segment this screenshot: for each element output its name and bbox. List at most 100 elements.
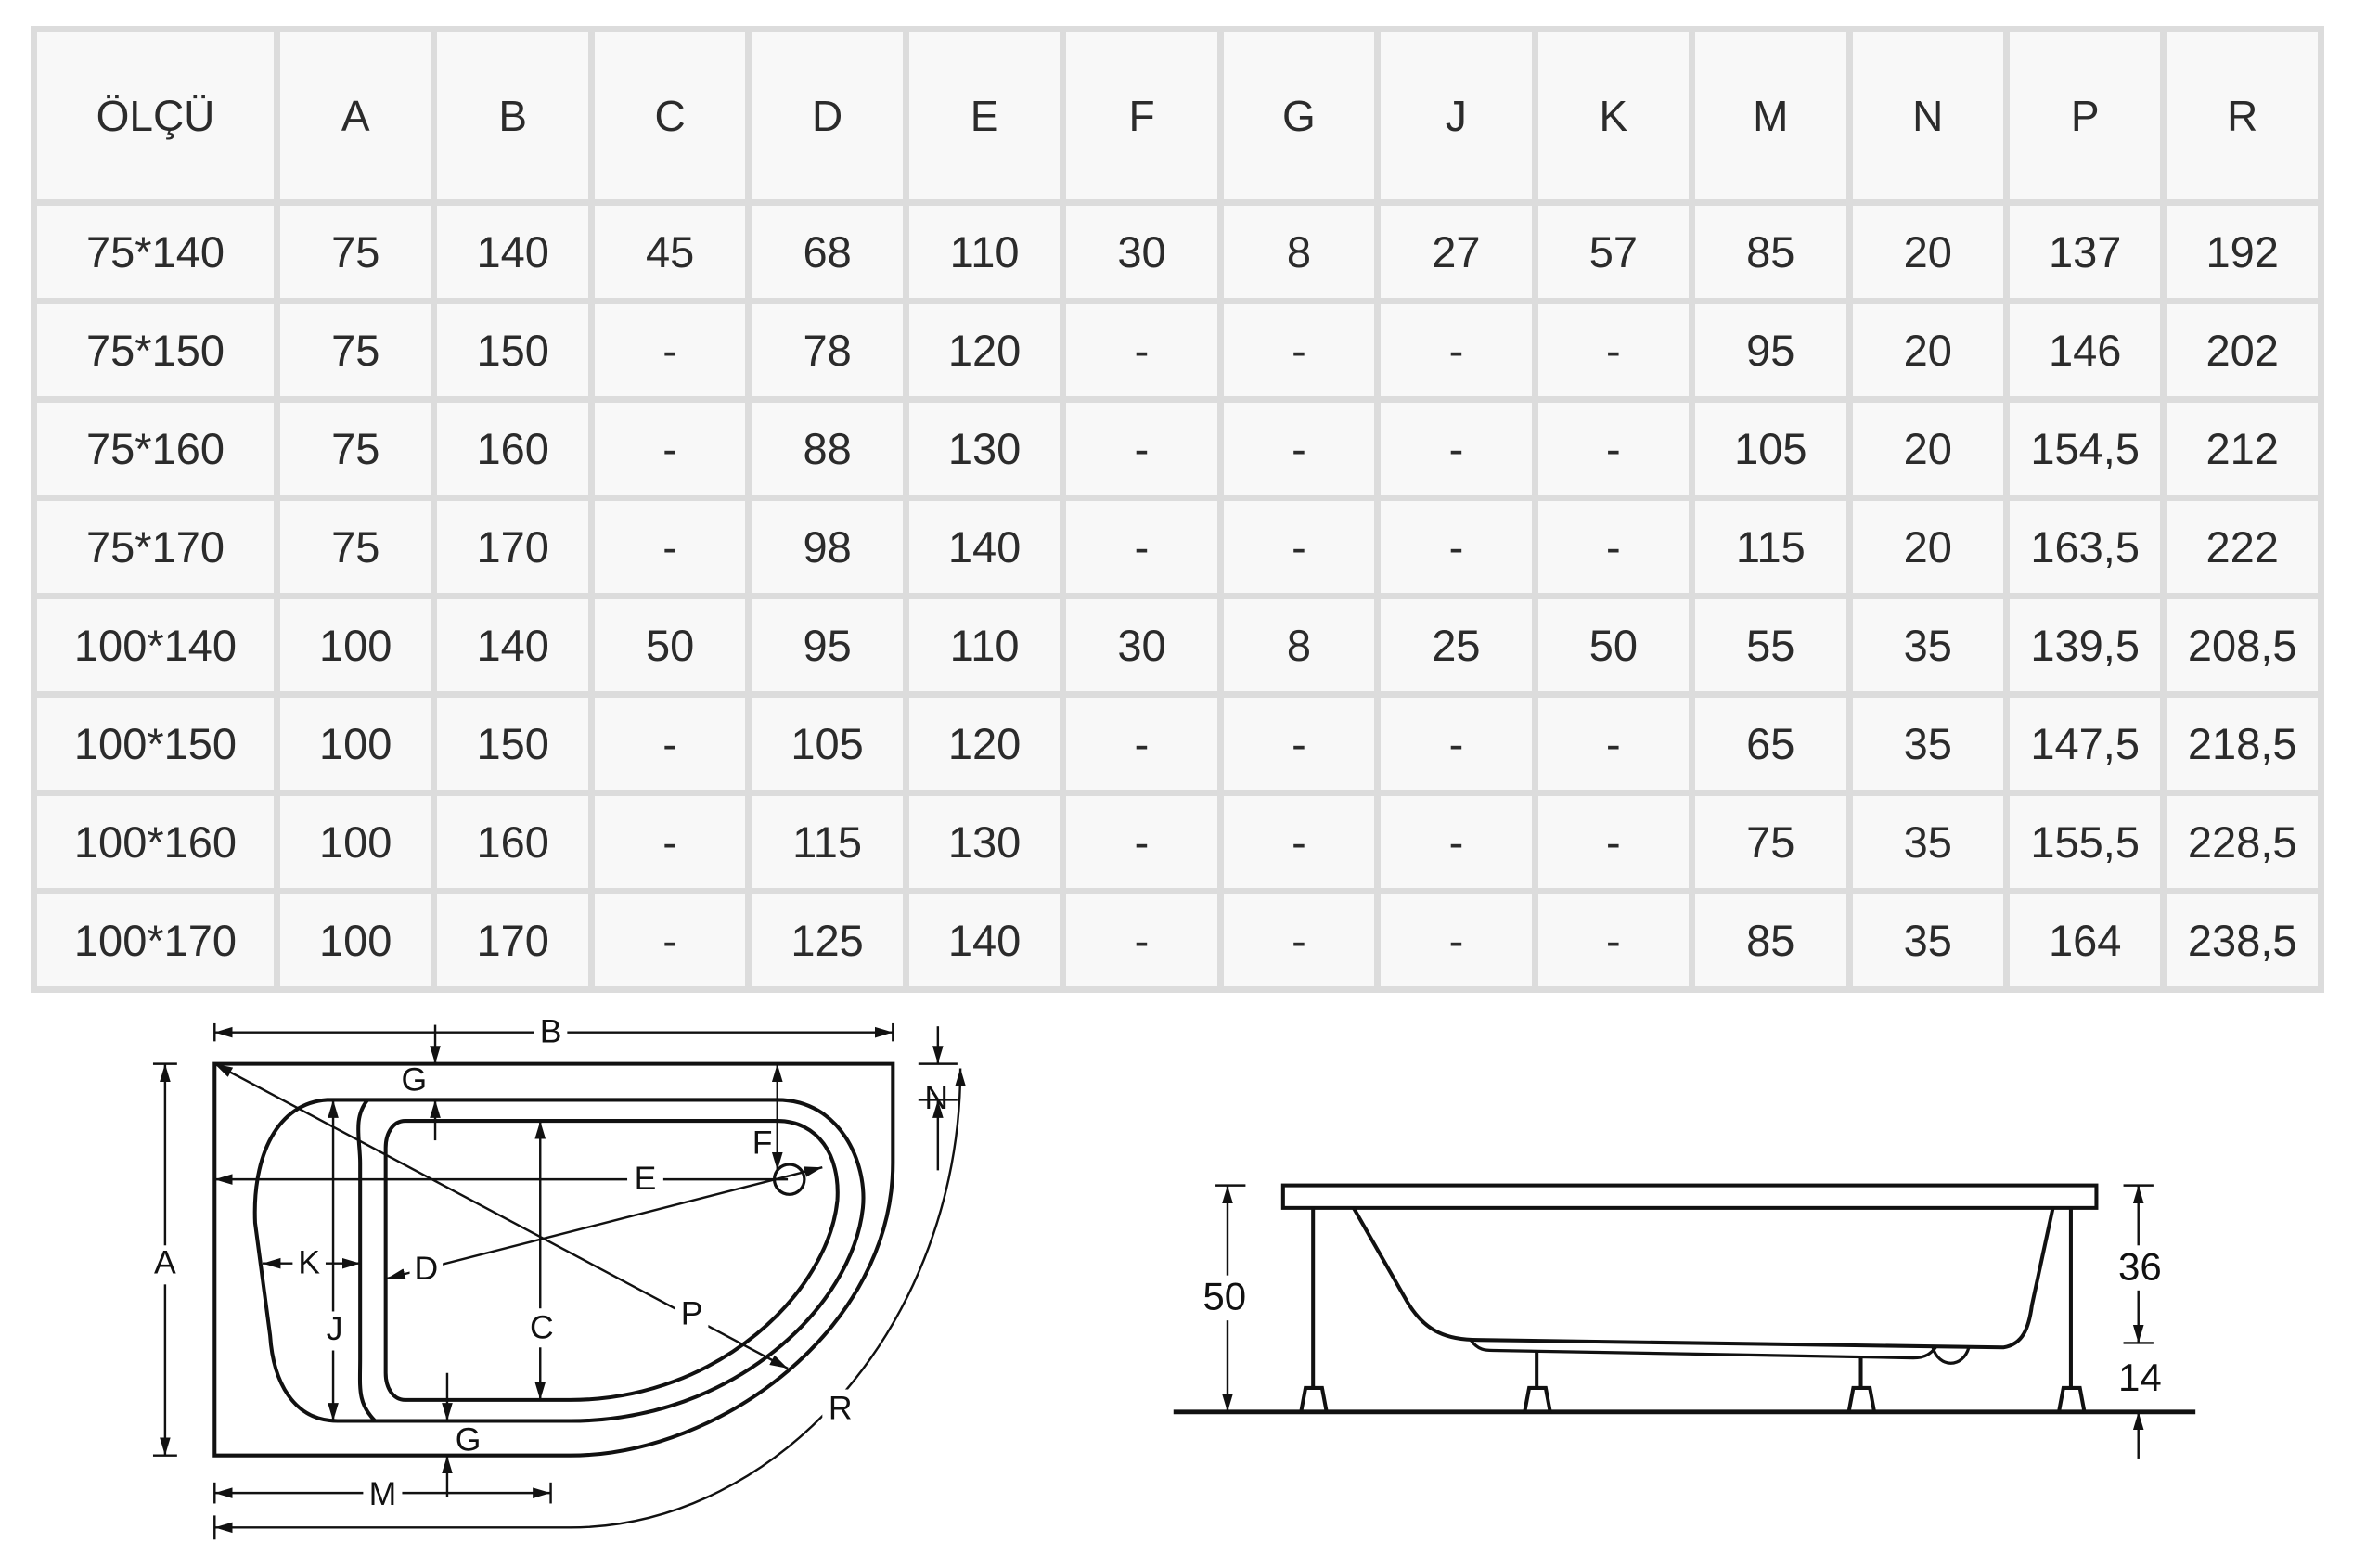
table-cell: - bbox=[1537, 403, 1690, 495]
label-f: F bbox=[752, 1124, 773, 1161]
label-total-height: 50 bbox=[1202, 1275, 1246, 1318]
table-cell: - bbox=[1223, 894, 1375, 986]
label-g-top: G bbox=[402, 1060, 428, 1098]
label-j: J bbox=[327, 1310, 343, 1347]
table-cell: 98 bbox=[752, 501, 903, 593]
table-cell: 140 bbox=[908, 894, 1061, 986]
table-cell: 218,5 bbox=[2167, 698, 2318, 790]
column-header-a: A bbox=[280, 32, 431, 199]
table-cell: 20 bbox=[1852, 403, 2003, 495]
top-view-drawing bbox=[152, 1022, 966, 1540]
table-cell: 155,5 bbox=[2009, 796, 2161, 888]
table-cell: - bbox=[1223, 796, 1375, 888]
table-cell: - bbox=[1223, 698, 1375, 790]
label-m: M bbox=[369, 1475, 397, 1512]
table-cell: 75*170 bbox=[37, 501, 274, 593]
column-header-b: B bbox=[437, 32, 588, 199]
table-cell: - bbox=[594, 796, 746, 888]
table-cell: 170 bbox=[437, 501, 588, 593]
table-cell: - bbox=[1381, 501, 1532, 593]
column-header-e: E bbox=[908, 32, 1061, 199]
column-header-k: K bbox=[1537, 32, 1690, 199]
table-cell: 147,5 bbox=[2009, 698, 2161, 790]
column-header-r: R bbox=[2167, 32, 2318, 199]
table-cell: - bbox=[1223, 403, 1375, 495]
table-cell: 150 bbox=[437, 698, 588, 790]
table-cell: 95 bbox=[752, 599, 903, 691]
table-cell: 212 bbox=[2167, 403, 2318, 495]
table-cell: - bbox=[1537, 796, 1690, 888]
table-cell: 160 bbox=[437, 403, 588, 495]
label-c: C bbox=[530, 1308, 554, 1345]
table-cell: 78 bbox=[752, 304, 903, 396]
table-cell: 100 bbox=[280, 599, 431, 691]
table-cell: 55 bbox=[1695, 599, 1846, 691]
label-k: K bbox=[298, 1244, 320, 1281]
table-cell: 85 bbox=[1695, 894, 1846, 986]
table-cell: 160 bbox=[437, 796, 588, 888]
table-cell: 75 bbox=[280, 501, 431, 593]
table-cell: 100*140 bbox=[37, 599, 274, 691]
table-cell: 75 bbox=[280, 403, 431, 495]
table-cell: - bbox=[1066, 304, 1217, 396]
label-tub-depth: 36 bbox=[2118, 1244, 2162, 1288]
table-cell: - bbox=[1223, 501, 1375, 593]
table-cell: 35 bbox=[1852, 599, 2003, 691]
table-cell: 238,5 bbox=[2167, 894, 2318, 986]
table-cell: - bbox=[1537, 894, 1690, 986]
table-cell: - bbox=[1381, 403, 1532, 495]
table-cell: 50 bbox=[1537, 599, 1690, 691]
side-view-drawing bbox=[1173, 1183, 2196, 1459]
table-cell: 25 bbox=[1381, 599, 1532, 691]
table-cell: 139,5 bbox=[2009, 599, 2161, 691]
column-header-n: N bbox=[1852, 32, 2003, 199]
column-header-f: F bbox=[1066, 32, 1217, 199]
column-header-d: D bbox=[752, 32, 903, 199]
label-g-bottom: G bbox=[456, 1421, 482, 1459]
table-cell: 75*160 bbox=[37, 403, 274, 495]
table-cell: - bbox=[594, 894, 746, 986]
table-cell: - bbox=[1537, 304, 1690, 396]
table-cell: 20 bbox=[1852, 206, 2003, 298]
table-cell: 8 bbox=[1223, 599, 1375, 691]
table-cell: 65 bbox=[1695, 698, 1846, 790]
table-cell: 100 bbox=[280, 894, 431, 986]
tub-rim bbox=[1280, 1183, 2099, 1210]
label-e: E bbox=[635, 1160, 657, 1197]
table-cell: 100 bbox=[280, 698, 431, 790]
table-cell: - bbox=[1066, 501, 1217, 593]
table-cell: - bbox=[594, 403, 746, 495]
table-cell: 75*140 bbox=[37, 206, 274, 298]
table-cell: 228,5 bbox=[2167, 796, 2318, 888]
table-cell: 30 bbox=[1066, 599, 1217, 691]
table-cell: - bbox=[1066, 796, 1217, 888]
table-cell: - bbox=[1223, 304, 1375, 396]
table-cell: - bbox=[594, 501, 746, 593]
table-cell: 140 bbox=[437, 599, 588, 691]
table-cell: - bbox=[594, 304, 746, 396]
table-cell: - bbox=[1381, 304, 1532, 396]
table-cell: - bbox=[1066, 894, 1217, 986]
label-r: R bbox=[829, 1390, 853, 1427]
table-cell: 146 bbox=[2009, 304, 2161, 396]
table-cell: 85 bbox=[1695, 206, 1846, 298]
table-cell: - bbox=[1066, 403, 1217, 495]
table-cell: 50 bbox=[594, 599, 746, 691]
table-cell: 120 bbox=[908, 304, 1061, 396]
column-header-p: P bbox=[2009, 32, 2161, 199]
table-cell: 88 bbox=[752, 403, 903, 495]
label-p: P bbox=[681, 1295, 703, 1332]
table-cell: 20 bbox=[1852, 304, 2003, 396]
table-cell: - bbox=[1066, 698, 1217, 790]
column-header-g: G bbox=[1223, 32, 1375, 199]
tub-base bbox=[1469, 1339, 1937, 1360]
table-cell: 100*170 bbox=[37, 894, 274, 986]
table-cell: 57 bbox=[1537, 206, 1690, 298]
table-cell: 110 bbox=[908, 599, 1061, 691]
